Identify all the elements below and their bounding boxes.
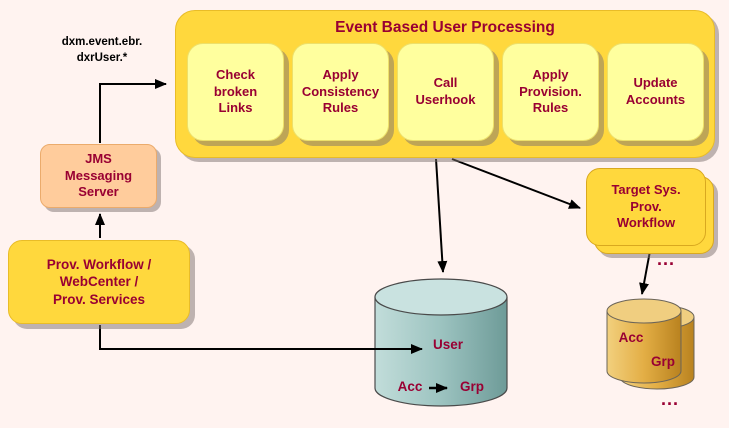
step-apply-provision-rules: Apply Provision. Rules [502,43,599,141]
event-processing-container: Event Based User Processing Check broken… [175,10,715,158]
step-apply-consistency-rules: Apply Consistency Rules [292,43,389,141]
event-topic-label: dxm.event.ebr. dxrUser.* [61,36,143,64]
jms-messaging-server-box: JMS Messaging Server [40,144,157,208]
arrow-userhook-to-user-db [435,158,448,273]
ellipsis-upper: ... [657,249,676,269]
target-database-cylinder-back [619,304,695,390]
step-call-userhook: Call Userhook [397,43,494,141]
target-db-acc-label: Acc [618,330,644,345]
target-sys-prov-workflow-box: Target Sys. Prov. Workflow [586,168,706,246]
step-check-broken-links: Check broken Links [187,43,284,141]
ellipsis-lower: ... [661,389,680,409]
prov-workflow-box: Prov. Workflow / WebCenter / Prov. Servi… [8,240,190,324]
step-update-accounts: Update Accounts [607,43,704,141]
user-db-acc-label: Acc [397,379,423,394]
arrow-target-to-target-db [639,250,651,295]
arrow-event-to-target-workflow [451,158,581,209]
user-db-grp-label: Grp [459,379,484,394]
arrow-jms-to-event-processing [99,79,167,143]
user-db-label: User [432,337,464,352]
arrow-prov-to-user-db [99,325,423,354]
event-processing-title: Event Based User Processing [335,19,555,36]
target-db-grp-label: Grp [650,354,675,369]
